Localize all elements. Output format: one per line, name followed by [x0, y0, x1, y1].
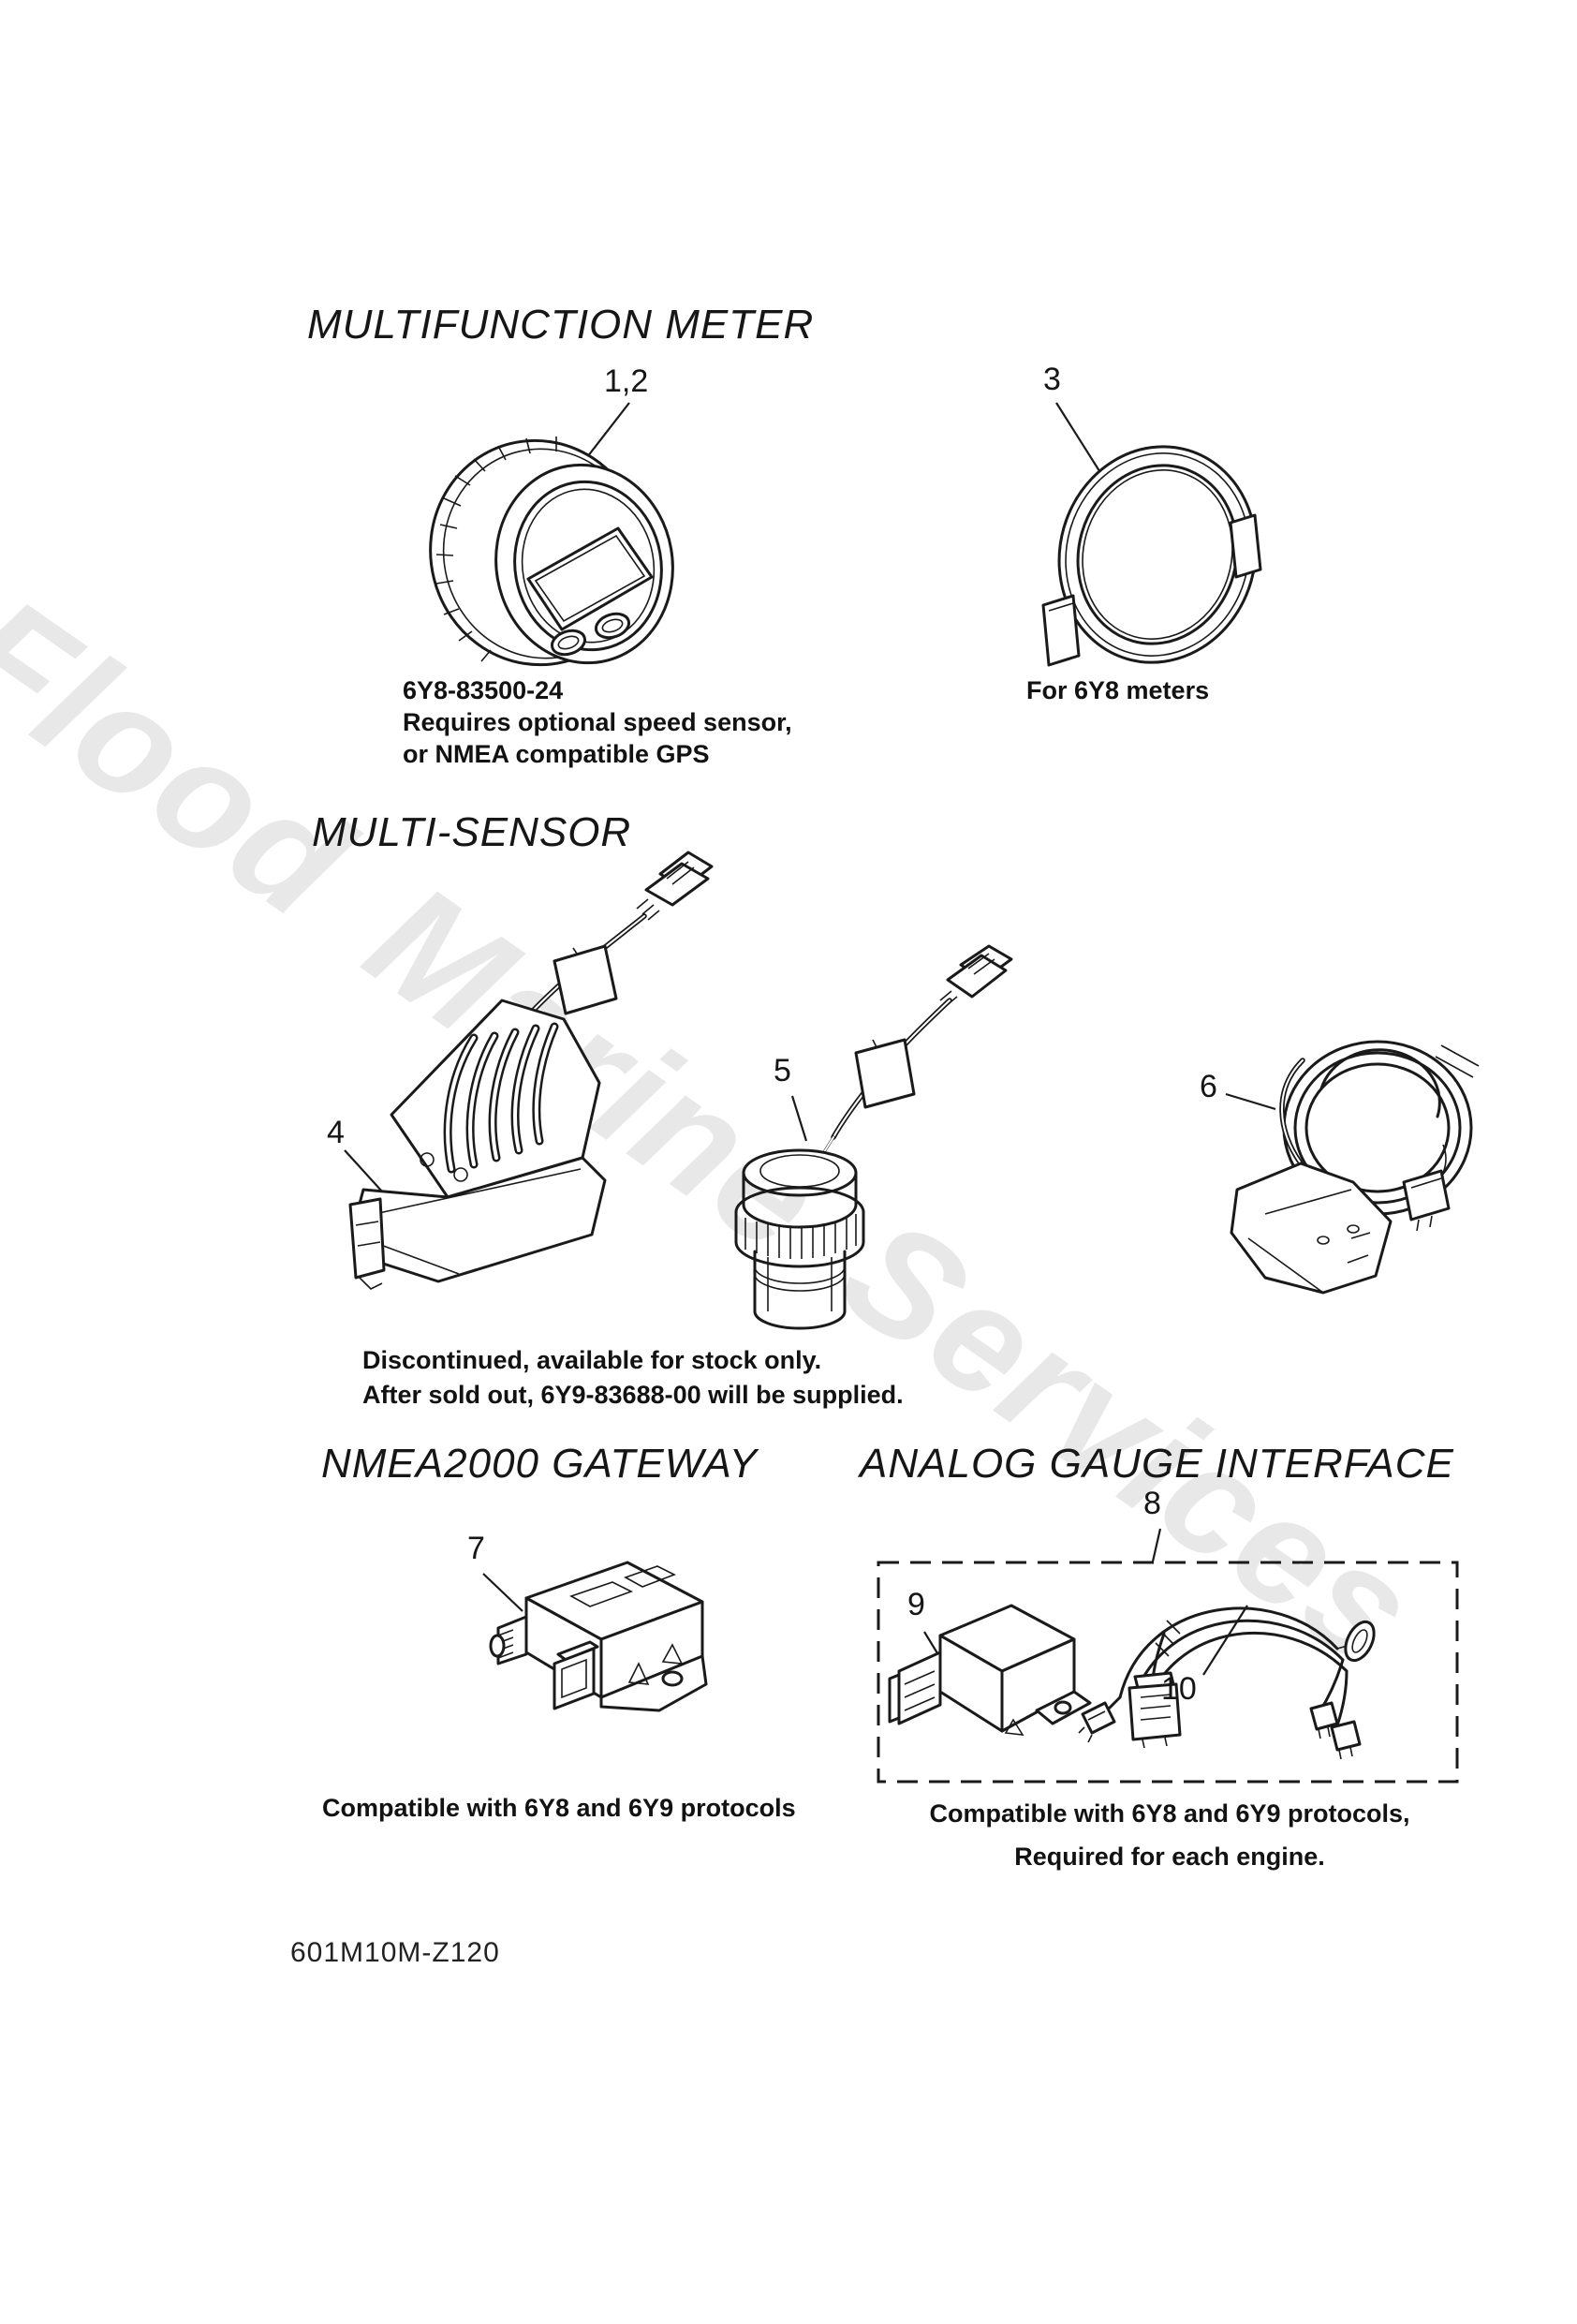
multi-sensor-note-line2: After sold out, 6Y9-83688-00 will be sup… — [362, 1381, 904, 1409]
bezel-tab-left — [1041, 594, 1081, 667]
part-ref-5: 5 — [774, 1053, 791, 1088]
wiring-harness-drawing — [1078, 1606, 1376, 1760]
meter-part-number: 6Y8-83500-24 — [403, 676, 564, 704]
meter-note-line1: Requires optional speed sensor, — [403, 708, 792, 736]
meter-caption: 6Y8-83500-24 Requires optional speed sen… — [403, 674, 792, 770]
sensor-4-fins — [443, 1022, 559, 1174]
multifunction-meter-drawing — [429, 437, 674, 667]
part-ref-3: 3 — [1043, 362, 1061, 397]
cable-tag-5 — [854, 1038, 916, 1109]
part-ref-7: 7 — [467, 1531, 485, 1566]
gateway-module-drawing — [489, 1561, 708, 1712]
sensor-5-body — [734, 1148, 865, 1330]
multi-sensor-note: Discontinued, available for stock only. … — [362, 1343, 904, 1413]
interface-module-drawing — [888, 1604, 1092, 1736]
part-ref-1-2: 1,2 — [604, 363, 649, 399]
part-ref-4: 4 — [327, 1115, 345, 1150]
harness-main-plug — [1127, 1682, 1182, 1741]
part-ref-6: 6 — [1200, 1069, 1217, 1104]
meter-note-line2: or NMEA compatible GPS — [403, 740, 710, 768]
module-connector — [897, 1650, 942, 1725]
leader-7 — [482, 1573, 523, 1612]
leader-5 — [790, 1095, 808, 1142]
section-title-multifunction-meter: MULTIFUNCTION METER — [307, 302, 815, 348]
section-title-multi-sensor: MULTI-SENSOR — [312, 809, 632, 855]
coil-connector — [1402, 1169, 1451, 1221]
section-title-analog-gauge-interface: ANALOG GAUGE INTERFACE — [860, 1441, 1454, 1487]
kit-dashed-box — [877, 1561, 1459, 1784]
interface-caption-line2: Required for each engine. — [1014, 1843, 1325, 1871]
meter-knurl-ticks — [435, 437, 557, 662]
page-code: 601M10M-Z120 — [290, 1937, 500, 1968]
gateway-caption: Compatible with 6Y8 and 6Y9 protocols — [322, 1794, 796, 1822]
harness-ring-terminal — [1344, 1620, 1376, 1663]
cylindrical-sensor-drawing — [734, 944, 1013, 1330]
leader-8 — [1151, 1528, 1162, 1562]
leader-6 — [1225, 1092, 1276, 1111]
gateway-square-plug — [553, 1647, 596, 1710]
bezel-ring-drawing — [1041, 445, 1262, 667]
harness-connector-left — [1081, 1701, 1116, 1735]
bezel-tab-right — [1229, 513, 1262, 579]
part-ref-10: 10 — [1161, 1671, 1197, 1707]
bezel-caption: For 6Y8 meters — [1026, 676, 1210, 704]
section-title-nmea2000-gateway: NMEA2000 GATEWAY — [321, 1441, 758, 1487]
harness-connector-right1 — [1309, 1701, 1339, 1731]
leader-10 — [1202, 1605, 1248, 1676]
multi-sensor-note-line1: Discontinued, available for stock only. — [362, 1346, 822, 1374]
interface-caption: Compatible with 6Y8 and 6Y9 protocols, R… — [880, 1792, 1459, 1878]
paddle-sensor-drawing — [348, 851, 714, 1290]
transducer-drawing — [1230, 1040, 1480, 1295]
part-ref-8: 8 — [1143, 1486, 1161, 1521]
part-ref-9: 9 — [907, 1587, 925, 1622]
harness-connector-right2 — [1330, 1720, 1362, 1752]
sensor-4-clip — [348, 1197, 386, 1280]
meter-lcd — [526, 526, 654, 631]
transducer-body — [1230, 1162, 1393, 1295]
cable-tag-4 — [553, 944, 618, 1015]
interface-caption-line1: Compatible with 6Y8 and 6Y9 protocols, — [929, 1799, 1410, 1828]
